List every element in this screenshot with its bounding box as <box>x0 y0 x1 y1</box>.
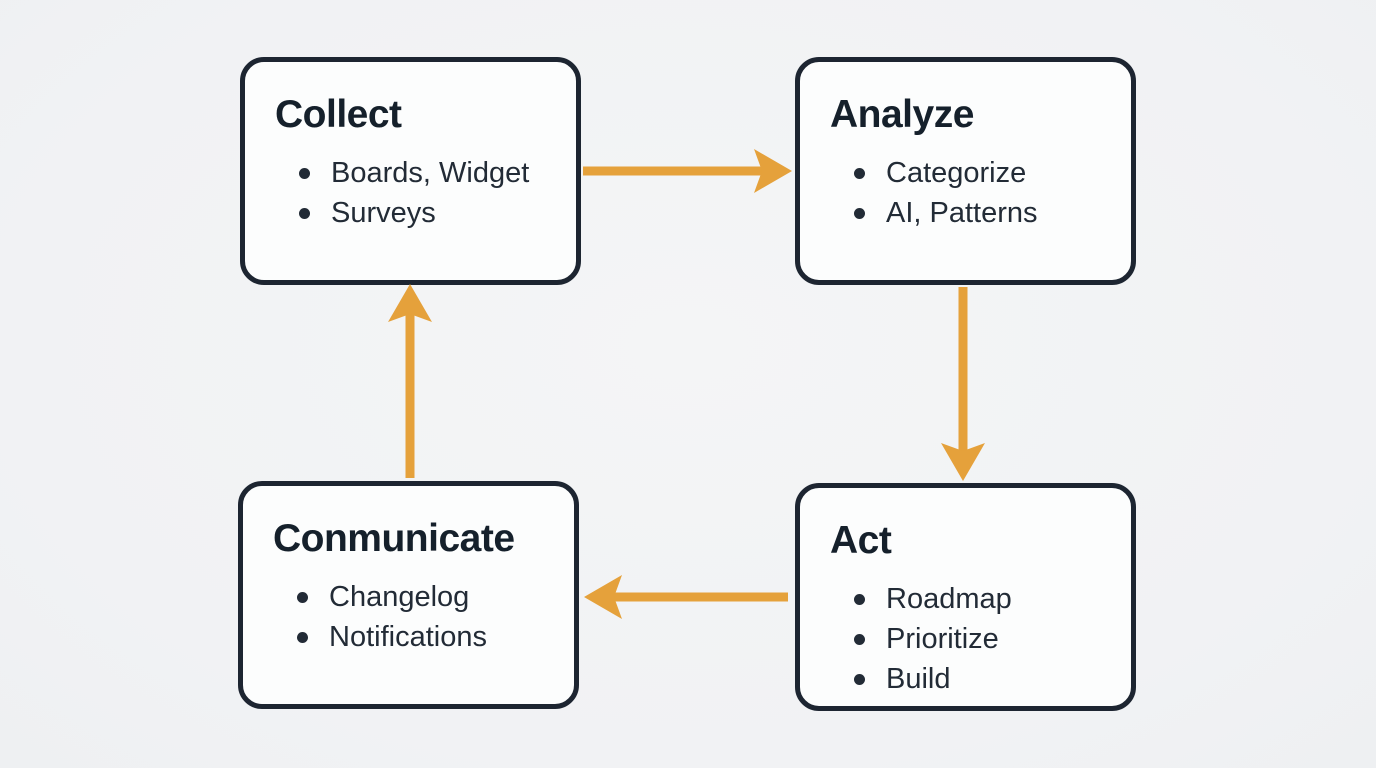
node-analyze: Analyze Categorize AI, Patterns <box>795 57 1136 285</box>
arrow-analyze-to-act-head-icon <box>941 443 985 481</box>
node-analyze-items: Categorize AI, Patterns <box>854 153 1103 233</box>
node-act: Act Roadmap Prioritize Build <box>795 483 1136 711</box>
list-item: Notifications <box>297 617 546 657</box>
arrow-collect-to-analyze-head-icon <box>754 149 792 193</box>
list-item: Roadmap <box>854 579 1103 619</box>
arrow-act-to-communicate-head-icon <box>584 575 622 619</box>
node-act-title: Act <box>830 519 892 562</box>
arrow-communicate-to-collect-head-icon <box>388 284 432 322</box>
list-item: Categorize <box>854 153 1103 193</box>
node-communicate-title: Conmunicate <box>273 517 515 560</box>
node-communicate-items: Changelog Notifications <box>297 577 546 657</box>
list-item: Boards, Widget <box>299 153 548 193</box>
node-collect-title: Collect <box>275 93 402 136</box>
list-item: Changelog <box>297 577 546 617</box>
list-item: Build <box>854 659 1103 699</box>
node-collect-items: Boards, Widget Surveys <box>299 153 548 233</box>
node-analyze-title: Analyze <box>830 93 974 136</box>
node-collect: Collect Boards, Widget Surveys <box>240 57 581 285</box>
node-communicate: Conmunicate Changelog Notifications <box>238 481 579 709</box>
list-item: AI, Patterns <box>854 193 1103 233</box>
list-item: Prioritize <box>854 619 1103 659</box>
node-act-items: Roadmap Prioritize Build <box>854 579 1103 699</box>
list-item: Surveys <box>299 193 548 233</box>
